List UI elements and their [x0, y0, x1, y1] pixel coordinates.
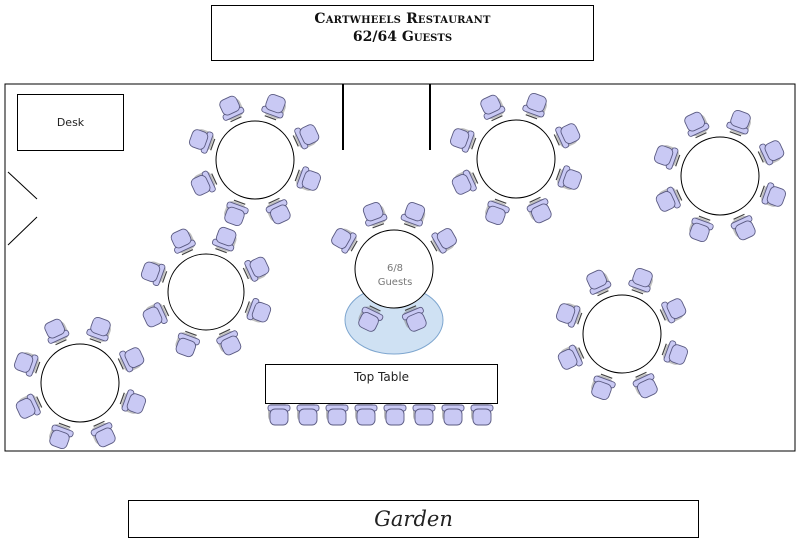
table-ne-chair-6[interactable]: [681, 110, 711, 140]
table-sw[interactable]: [12, 315, 147, 450]
table-ne-chair-7[interactable]: [725, 108, 754, 137]
table-ne-top[interactable]: [680, 136, 760, 216]
top-table-chair-1[interactable]: [267, 401, 291, 426]
table-nw-chair-1[interactable]: [294, 165, 323, 194]
table-sw-chair-4[interactable]: [14, 392, 44, 422]
table-sw-chair-3[interactable]: [46, 422, 75, 451]
table-ne-chair-5[interactable]: [652, 142, 681, 171]
table-ne-chair-8[interactable]: [756, 137, 786, 167]
selected-table-label: 6/8 Guests: [355, 262, 435, 290]
top-table-chair-3[interactable]: [325, 401, 349, 426]
table-e[interactable]: [554, 266, 689, 401]
table-ne-center-chair-3[interactable]: [482, 198, 511, 227]
table-center-chair-4[interactable]: [428, 225, 459, 256]
table-w-top[interactable]: [167, 253, 245, 331]
room-outline: [4, 83, 796, 452]
table-w-chair-5[interactable]: [139, 259, 168, 288]
table-w-chair-7[interactable]: [211, 225, 240, 254]
table-e-chair-6[interactable]: [583, 268, 613, 298]
table-ne-center-top[interactable]: [476, 119, 556, 199]
table-nw-top[interactable]: [215, 120, 295, 200]
table-nw-chair-8[interactable]: [291, 121, 321, 151]
table-ne-chair-4[interactable]: [654, 185, 684, 215]
top-table-chair-8[interactable]: [470, 401, 494, 426]
table-sw-chair-5[interactable]: [12, 349, 41, 378]
top-table-chair-7[interactable]: [441, 401, 465, 426]
table-e-top[interactable]: [582, 294, 662, 374]
table-e-chair-4[interactable]: [556, 343, 586, 373]
garden-label: Garden: [374, 507, 453, 531]
table-ne-center-chair-6[interactable]: [477, 93, 507, 123]
door-leaf-upper: [7, 171, 38, 200]
table-center-chair-5[interactable]: [355, 304, 385, 334]
table-w-chair-4[interactable]: [141, 301, 171, 331]
table-sw-chair-7[interactable]: [85, 315, 114, 344]
top-table-chair-6[interactable]: [412, 401, 436, 426]
table-sw-chair-6[interactable]: [41, 317, 71, 347]
table-w-chair-2[interactable]: [215, 327, 245, 357]
top-table-chair-2[interactable]: [296, 401, 320, 426]
tables-layer: [12, 91, 787, 450]
top-table-label: Top Table: [353, 370, 410, 384]
table-e-chair-5[interactable]: [554, 300, 583, 329]
table-e-chair-7[interactable]: [627, 266, 656, 295]
table-ne[interactable]: [652, 108, 787, 243]
table-w-chair-8[interactable]: [241, 254, 271, 284]
table-sw-chair-2[interactable]: [89, 419, 119, 449]
table-w-chair-6[interactable]: [168, 227, 198, 257]
selected-guest-unit: Guests: [377, 277, 413, 288]
table-e-chair-2[interactable]: [631, 370, 661, 400]
table-ne-center-chair-4[interactable]: [450, 168, 480, 198]
table-nw-chair-7[interactable]: [260, 92, 289, 121]
table-w-chair-1[interactable]: [244, 297, 273, 326]
table-ne-chair-3[interactable]: [686, 215, 715, 244]
table-e-chair-3[interactable]: [588, 373, 617, 402]
table-nw-chair-3[interactable]: [221, 199, 250, 228]
top-table-chair-5[interactable]: [383, 401, 407, 426]
table-sw-chair-8[interactable]: [116, 344, 146, 374]
table-nw-chair-4[interactable]: [189, 169, 219, 199]
table-ne-chair-2[interactable]: [729, 212, 759, 242]
table-w-chair-3[interactable]: [173, 330, 202, 359]
door-leaf-lower: [7, 216, 38, 246]
table-nw-chair-5[interactable]: [187, 126, 216, 155]
guest-count: 62/64 Guests: [352, 29, 453, 45]
table-ne-center-chair-7[interactable]: [521, 91, 550, 120]
table-center-chair-1[interactable]: [329, 225, 360, 256]
venue-name: Cartwheels Restaurant: [314, 11, 491, 27]
desk-label: Desk: [56, 116, 85, 129]
desk[interactable]: Desk: [17, 94, 124, 151]
table-nw-chair-2[interactable]: [264, 196, 294, 226]
table-ne-chair-1[interactable]: [759, 181, 788, 210]
selected-guest-count: 6/8: [386, 263, 404, 274]
top-table[interactable]: Top Table: [265, 364, 498, 404]
table-w[interactable]: [139, 225, 272, 358]
table-sw-chair-1[interactable]: [119, 388, 148, 417]
table-nw-chair-6[interactable]: [216, 94, 246, 124]
table-sw-top[interactable]: [40, 343, 120, 423]
garden-area: Garden: [128, 500, 699, 538]
table-e-chair-8[interactable]: [658, 295, 688, 325]
table-e-chair-1[interactable]: [661, 339, 690, 368]
table-nw[interactable]: [187, 92, 322, 227]
title-box: Cartwheels Restaurant 62/64 Guests: [211, 5, 594, 61]
table-center-chair-3[interactable]: [399, 200, 428, 229]
table-center-chair-6[interactable]: [400, 304, 429, 334]
table-center-top[interactable]: [354, 229, 434, 309]
table-center-chair-2[interactable]: [360, 200, 389, 229]
top-table-chair-4[interactable]: [354, 401, 378, 426]
table-center[interactable]: [329, 200, 460, 333]
top-table-seats: [267, 401, 494, 426]
table-ne-center-chair-8[interactable]: [552, 120, 582, 150]
table-ne-center[interactable]: [448, 91, 583, 226]
table-ne-center-chair-2[interactable]: [525, 195, 555, 225]
table-ne-center-chair-5[interactable]: [448, 125, 477, 154]
table-ne-center-chair-1[interactable]: [555, 164, 584, 193]
